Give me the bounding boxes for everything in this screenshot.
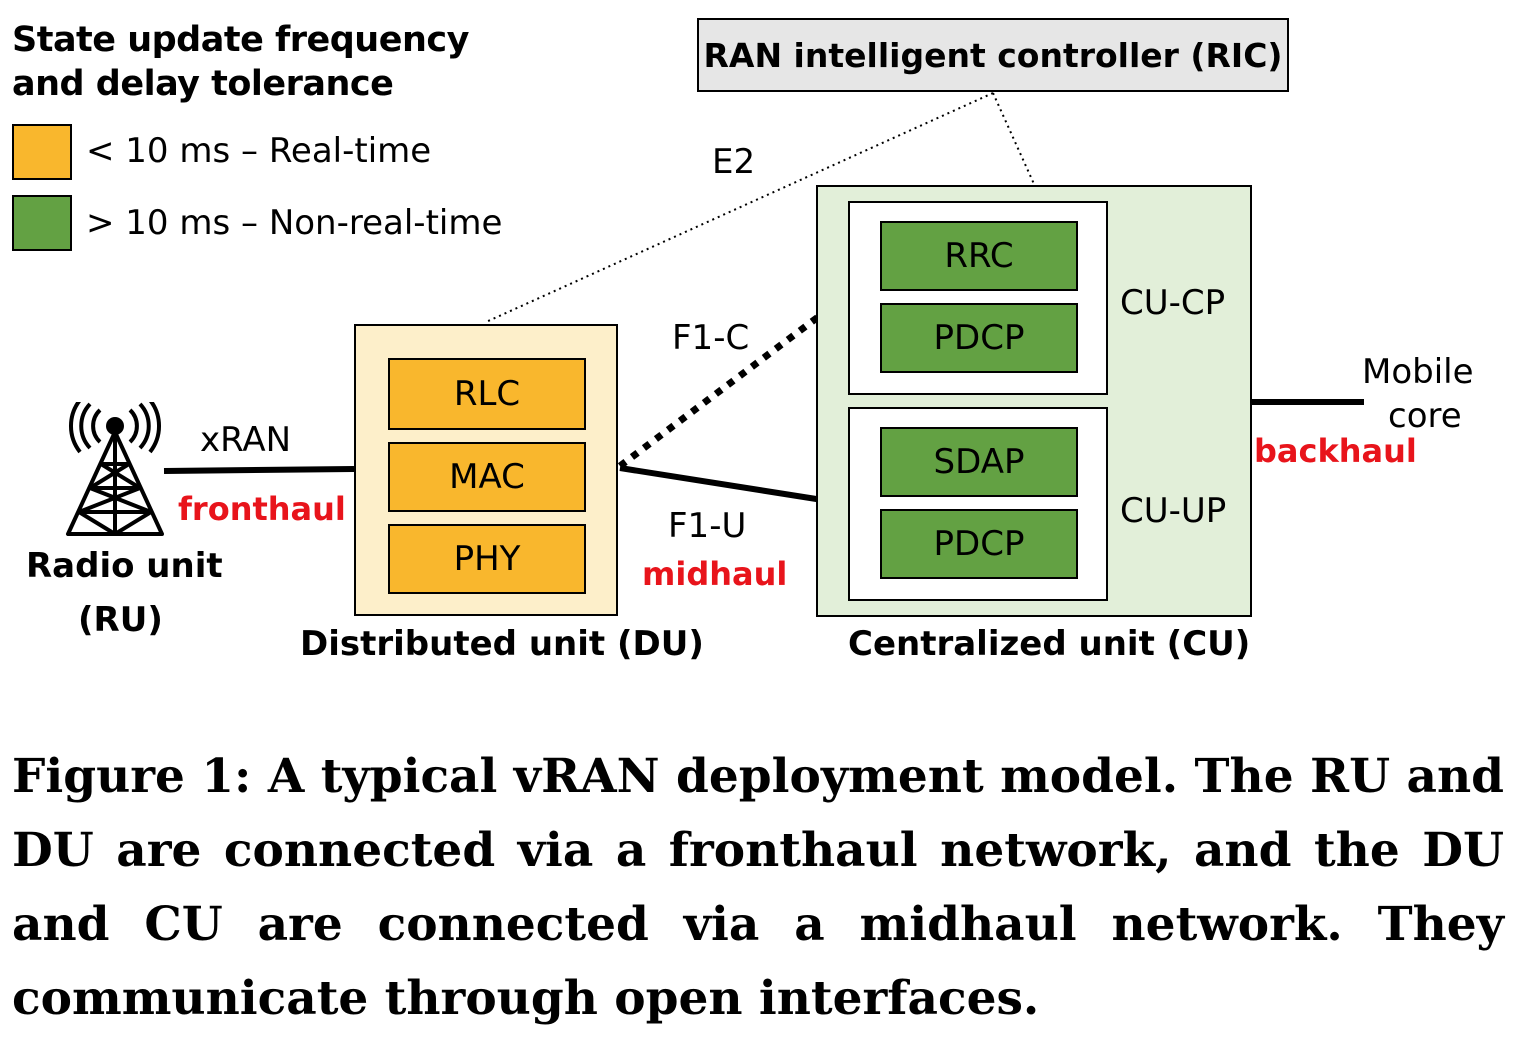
backhaul-label: backhaul (1254, 432, 1417, 470)
cu-up-layer-pdcp: PDCP (880, 509, 1078, 579)
core-label-line2: core (1388, 396, 1462, 436)
cu-cp-label: CU-CP (1120, 283, 1226, 323)
fronthaul-label: fronthaul (178, 490, 346, 528)
cu-up-box: SDAP PDCP (848, 407, 1108, 601)
ru-label-line2: (RU) (78, 600, 163, 640)
cu-cp-box: RRC PDCP (848, 201, 1108, 395)
cu-label: Centralized unit (CU) (848, 624, 1251, 664)
cu-box: RRC PDCP SDAP PDCP CU-CP CU-UP (816, 185, 1252, 617)
nonrealtime-legend-label: > 10 ms – Non-real-time (86, 203, 503, 243)
cu-up-label: CU-UP (1120, 491, 1227, 531)
ric-label: RAN intelligent controller (RIC) (703, 35, 1283, 75)
figure-caption: Figure 1: A typical vRAN deployment mode… (12, 749, 1504, 1026)
e2-link-du (485, 92, 994, 323)
ric-box: RAN intelligent controller (RIC) (697, 18, 1289, 92)
core-label-line1: Mobile (1362, 352, 1474, 392)
legend-title-line2: and delay tolerance (12, 64, 394, 104)
radio-tower-icon (66, 402, 164, 536)
midhaul-label: midhaul (642, 555, 788, 593)
ru-label-line1: Radio unit (26, 546, 223, 586)
f1u-label: F1-U (668, 506, 747, 546)
e2-label: E2 (712, 142, 756, 182)
f1c-label: F1-C (672, 318, 750, 358)
fronthaul-link (163, 466, 355, 474)
xran-label: xRAN (200, 420, 292, 460)
du-box: RLC MAC PHY (354, 324, 618, 616)
realtime-swatch (12, 124, 72, 180)
e2-link-cu (992, 92, 1035, 185)
legend-title: State update frequency and delay toleran… (12, 18, 469, 106)
du-label: Distributed unit (DU) (300, 624, 704, 664)
cu-cp-layer-rrc: RRC (880, 221, 1078, 291)
realtime-legend-label: < 10 ms – Real-time (86, 131, 432, 171)
nonrealtime-swatch (12, 195, 72, 251)
f1c-link (617, 293, 849, 469)
cu-up-layer-sdap: SDAP (880, 427, 1078, 497)
legend-title-line1: State update frequency (12, 20, 469, 60)
f1u-link (619, 465, 849, 507)
cu-cp-layer-pdcp: PDCP (880, 303, 1078, 373)
du-layer-rlc: RLC (388, 358, 586, 430)
du-layer-phy: PHY (388, 524, 586, 594)
du-layer-mac: MAC (388, 442, 586, 512)
